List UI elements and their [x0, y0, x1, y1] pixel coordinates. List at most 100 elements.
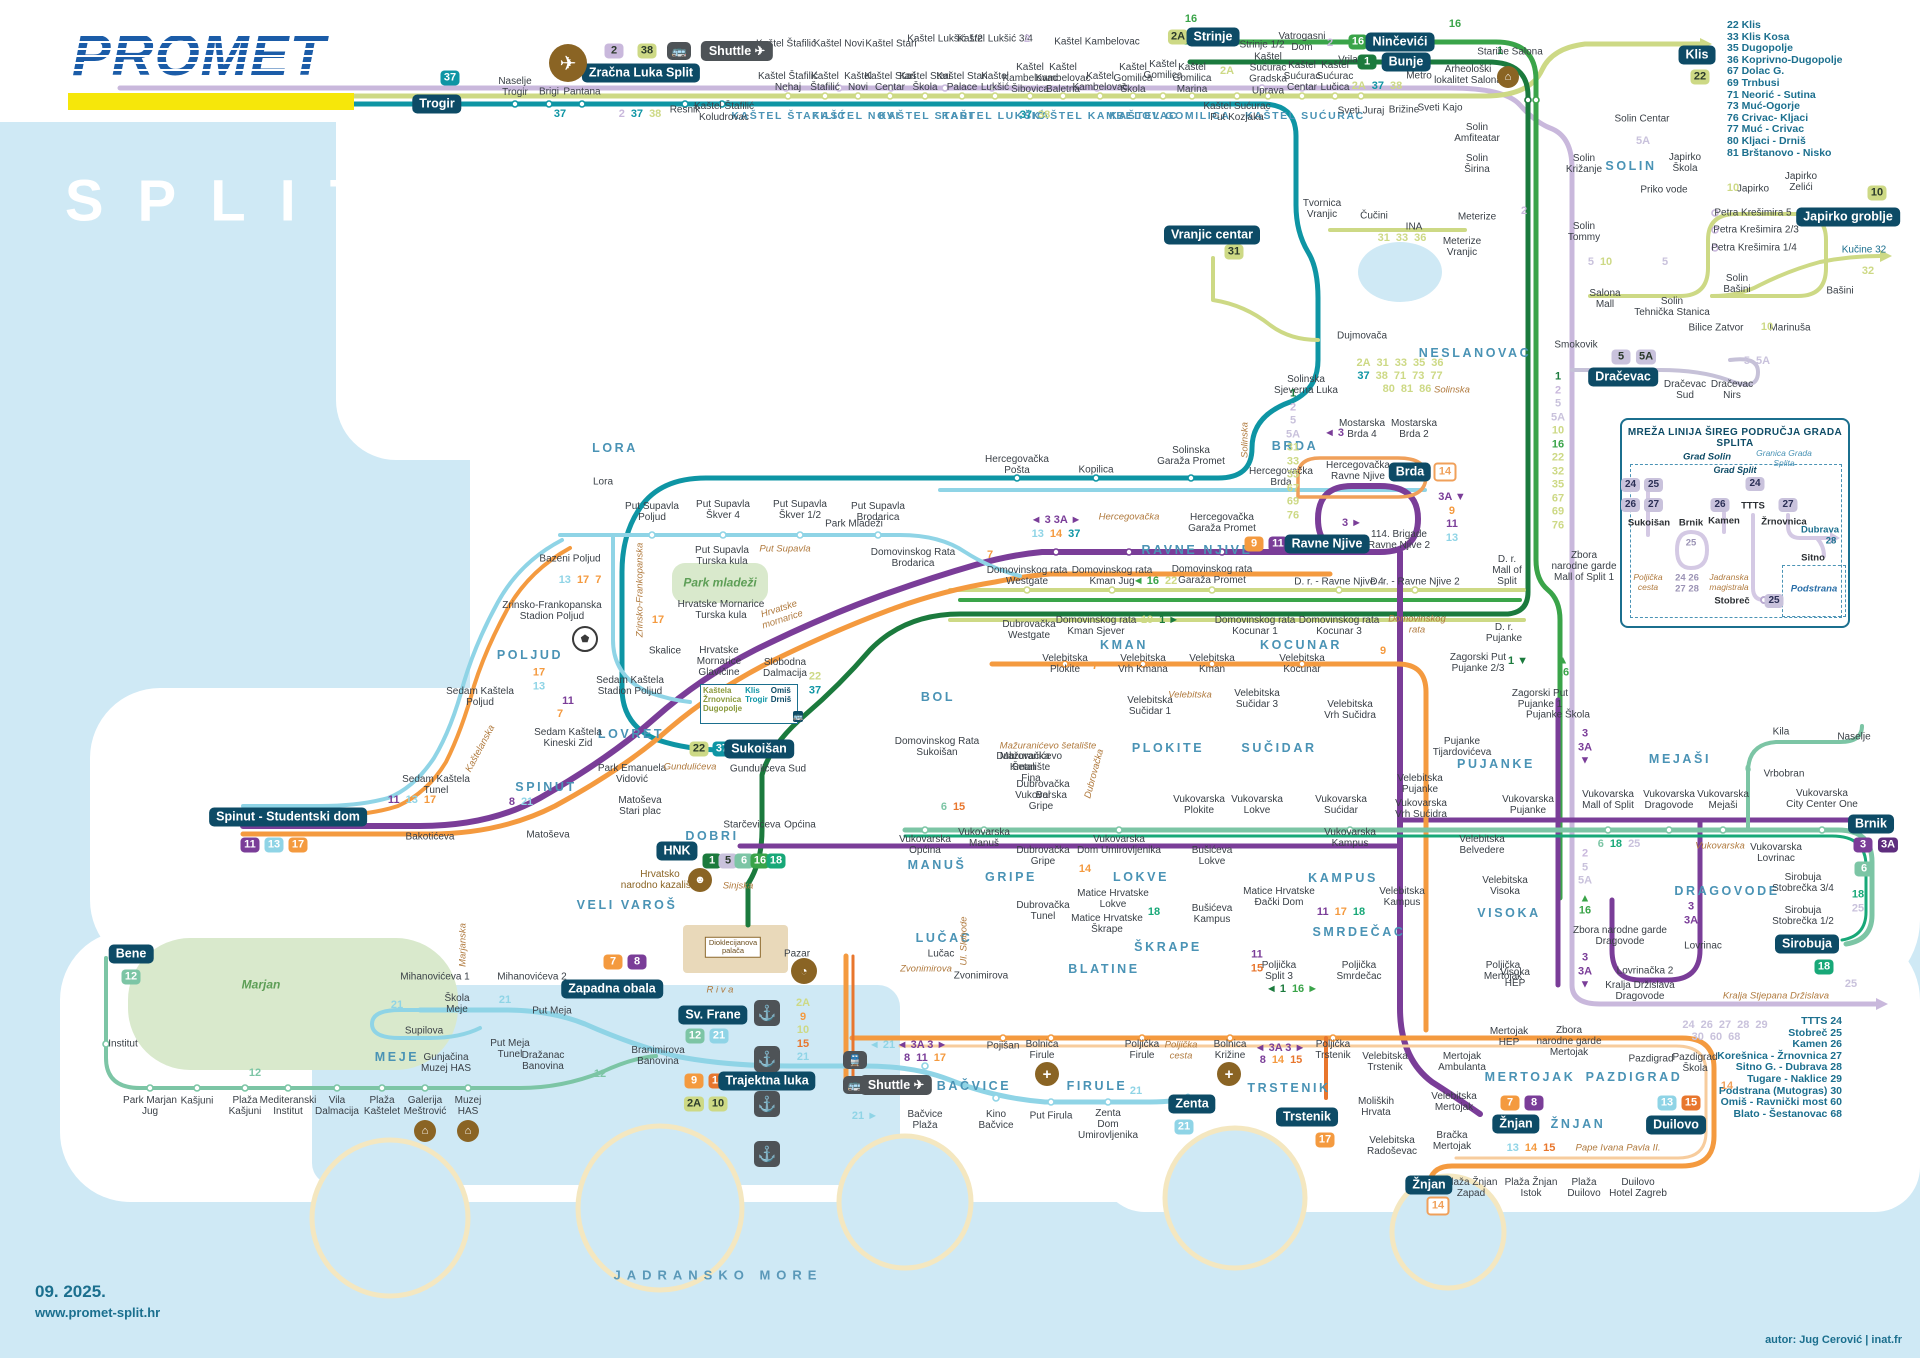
station-dot	[1108, 586, 1116, 594]
line-badges: 6	[733, 852, 756, 869]
station-bilice-zatvor: Bilice Zatvor	[1688, 322, 1744, 334]
station-park-marjan-jug: Park Marjan Jug	[123, 1094, 177, 1117]
line-badge-10: 10	[1867, 185, 1887, 201]
route-6-kila	[1746, 724, 1864, 832]
district-bol: BOL	[920, 690, 956, 704]
station-pujanke-kola: Pujanke Škola	[1526, 709, 1590, 721]
station-solin-kri-anje: Solin Križanje	[1565, 152, 1603, 175]
station-poji-an: Pojišan	[986, 1040, 1020, 1052]
district-visoka: VISOKA	[1477, 906, 1541, 920]
district-ba-vice: BAČVICE	[936, 1079, 1012, 1093]
line-number-15: 15	[952, 801, 966, 814]
line-numbers: 7	[554, 708, 566, 722]
line-number-37: 37	[1068, 528, 1081, 541]
station-priko-vode: Priko vode	[1640, 184, 1688, 196]
line-number-37: 37	[1357, 370, 1370, 383]
bus-icon: 🚌	[793, 711, 804, 722]
regional-line-kore-nica-rnovnica-27: Korešnica - Žrnovnica 27	[1717, 1049, 1842, 1062]
line-number-2: 2	[1326, 37, 1334, 50]
line-badge-6: 6	[1854, 861, 1874, 877]
district-kampus: KAMPUS	[1308, 871, 1378, 885]
line-numbers: 12	[591, 1068, 609, 1082]
station-vukovarska-meja-i: Vukovarska Mejaši	[1697, 788, 1749, 811]
station-bu-i-eva-lokve: Bušićeva Lokve	[1191, 844, 1233, 867]
station-ka-tel-stari-palace: Kaštel Stari Palace	[936, 70, 988, 93]
station-vukovarska-mall-of-split: Vukovarska Mall of Split	[1582, 788, 1634, 811]
line-badges: 2	[603, 42, 626, 59]
station-dot	[1052, 548, 1060, 556]
line-badges: 5A	[1634, 348, 1658, 365]
district-neslanovac: NESLANOVAC	[1418, 346, 1532, 360]
station-solinska-gara-a-promet: Solinska Garaža Promet	[1157, 444, 1225, 467]
line-badges: 9	[1243, 535, 1266, 552]
station-bri-ine: Brižine	[1388, 104, 1420, 116]
line-number-10: 10	[1760, 321, 1774, 334]
station-vukovarska-gripe: Vukovarska Gripe	[1015, 789, 1067, 812]
line-number-2a: 2A	[1356, 357, 1371, 370]
anchor-icon: ⚓	[754, 1091, 780, 1117]
station-polji-ka-trstenik: Poljička Trstenik	[1315, 1038, 1351, 1061]
district-lovret: LOVRET	[597, 727, 665, 741]
line-number-17: 17	[651, 614, 665, 627]
station-polji-ka-mertojak: Poljička Mertojak	[1483, 959, 1523, 982]
line-number-5: 5	[1581, 861, 1589, 874]
station-bolnica-firule: Bolnica Firule	[1025, 1038, 1059, 1061]
line-number-15: 15	[796, 1037, 810, 1050]
station-gunduli-eva-sud: Gundulićeva Sud	[729, 763, 807, 775]
station-dot	[1093, 84, 1101, 92]
street-marjanska: Marjanska	[457, 923, 469, 967]
station-dot	[1411, 586, 1419, 594]
route-3-trunk	[240, 549, 1333, 829]
sea-label: JADRANSKO MORE	[613, 1267, 823, 1283]
line-numbers: 21	[496, 994, 514, 1008]
station-kopilica: Kopilica	[1078, 464, 1114, 476]
station-dujmova-a: Dujmovača	[1336, 330, 1388, 342]
route-21-coastal	[417, 1007, 1191, 1105]
station-d-r-mall-of-split: D. r. Mall of Split	[1492, 554, 1522, 588]
station-pazar: Pazar	[783, 948, 811, 960]
line-numbers: ◄ 3	[1321, 427, 1347, 441]
station-salona-mall: Salona Mall	[1589, 287, 1621, 310]
line-number-14: 14	[1271, 1054, 1285, 1067]
station-zagorski-put-pujanke-1: Zagorski Put Pujanke 1	[1511, 687, 1569, 710]
district-smrde-ac: SMRDEČAC	[1312, 925, 1406, 939]
line-numbers: 10	[1758, 321, 1776, 335]
station-pla-a-njan-zapad: Plaža Žnjan Zapad	[1444, 1176, 1498, 1199]
line-badges: 6	[1853, 860, 1876, 877]
station-dot	[1665, 826, 1673, 834]
line-badges: 21	[1173, 1118, 1196, 1135]
station-dot	[1159, 92, 1167, 100]
route-31-vranjic	[1211, 256, 1320, 342]
line-number-7: 7	[986, 549, 994, 562]
station-dot	[1059, 92, 1067, 100]
terminal-sv-frane: Sv. Frane	[678, 1005, 748, 1025]
station-put-supavla-kver-1-2: Put Supavla Škver 1/2	[773, 498, 827, 521]
line-number-27: 27	[1718, 1019, 1732, 1032]
district-ka-tel-kambelovac: KAŠTEL KAMBELOVAC	[1031, 110, 1179, 123]
line-badges: 18	[765, 852, 788, 869]
line-number-7: 7	[556, 708, 564, 721]
station-dots	[102, 84, 1826, 1106]
line-number-16: 16	[1551, 438, 1565, 451]
street-zrinsko-frankopanska: Zrinsko-Frankopanska	[634, 542, 646, 638]
station-dot	[718, 100, 726, 108]
station-lovrina-ka-2: Lovrinačka 2	[1616, 965, 1674, 977]
line-numbers: ◄ 3A 3 ►	[1252, 1042, 1309, 1056]
legend-dubrava: Dubrava	[1800, 524, 1840, 536]
line-number-11: 11	[1251, 948, 1263, 961]
terminal-strinje: Strinje	[1186, 27, 1240, 47]
station-ka-tel-kambelovac-baletna: Kaštel Kambelovac Baletna	[1035, 62, 1091, 96]
line-number-86: 86	[1419, 383, 1432, 396]
line-number-30: 30	[1691, 1031, 1704, 1044]
station-supilova: Supilova	[404, 1025, 444, 1037]
line-number-69: 69	[1551, 506, 1565, 519]
line-number-14: 14	[1078, 863, 1092, 876]
line-number-35: 35	[1286, 468, 1300, 481]
district-ravne-njive: RAVNE NJIVE	[1141, 543, 1253, 557]
line-number-73: 73	[1412, 370, 1425, 383]
line-badge-5: 5	[1611, 349, 1631, 365]
station-dot	[464, 1084, 472, 1092]
line-number-5a: 5A	[1285, 427, 1301, 440]
